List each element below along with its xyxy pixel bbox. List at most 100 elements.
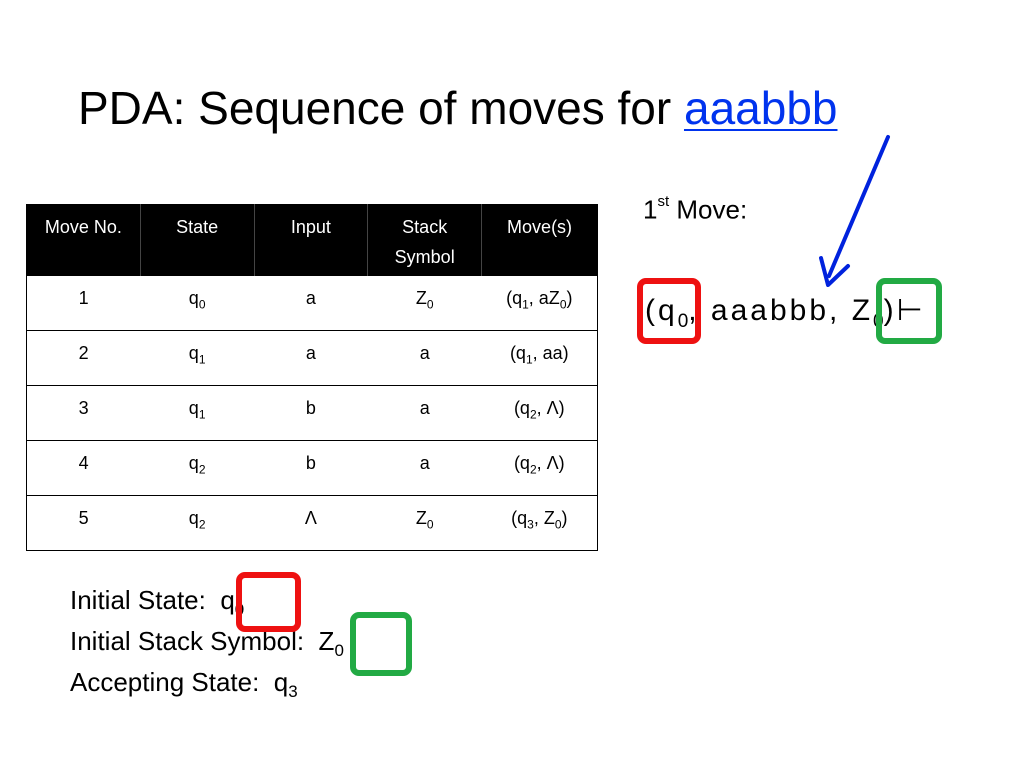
accepting-state-line: Accepting State: q3 xyxy=(70,662,344,703)
move-part: (q xyxy=(513,452,530,473)
header-stack-symbol: Stack Symbol xyxy=(367,204,483,275)
cell-stack-symbol: Z0 xyxy=(367,494,482,551)
initial-stack-subscript: 0 xyxy=(334,641,344,661)
cell-move-no: 5 xyxy=(26,494,141,551)
cell-moves: (q2, Λ) xyxy=(481,384,598,440)
cell-stack-symbol: a xyxy=(367,329,482,385)
state-base: q xyxy=(188,287,199,308)
stack-base: a xyxy=(419,342,430,363)
move-number: 1 xyxy=(643,194,658,225)
cell-state: q1 xyxy=(140,384,255,440)
move-subscript: 0 xyxy=(554,517,562,532)
initial-state-label: Initial State: xyxy=(70,585,206,615)
move-part: ) xyxy=(566,287,573,308)
move-part: , Λ) xyxy=(536,452,565,473)
state-subscript: 1 xyxy=(198,352,206,367)
config-close: ) xyxy=(883,294,897,327)
table-row: 5 q2 Λ Z0 (q3, Z0) xyxy=(26,494,598,551)
cell-input: Λ xyxy=(254,494,368,551)
state-subscript: 2 xyxy=(198,462,206,477)
move-part: (q xyxy=(511,507,528,528)
move-part: , Λ) xyxy=(536,397,565,418)
config-input-string: , aaabbb, xyxy=(688,294,852,327)
state-base: q xyxy=(188,397,199,418)
moves-table: Move No. State Input Stack Symbol Move(s… xyxy=(26,204,598,551)
turnstile-symbol: ⊢ xyxy=(896,294,926,327)
arrow-head xyxy=(819,256,850,287)
cell-stack-symbol: a xyxy=(367,439,482,495)
header-input: Input xyxy=(253,204,369,275)
config-stack-base: Z xyxy=(851,294,874,327)
cell-stack-symbol: a xyxy=(367,384,482,440)
accepting-state-base: q xyxy=(273,667,289,697)
accepting-state-label: Accepting State: xyxy=(70,667,260,697)
state-base: q xyxy=(188,507,199,528)
cell-moves: (q1, aZ0) xyxy=(481,274,598,330)
cell-input: b xyxy=(254,439,368,495)
move-part: ) xyxy=(561,507,568,528)
table-row: 3 q1 b a (q2, Λ) xyxy=(26,384,598,440)
cell-input: a xyxy=(254,274,368,330)
move-subscript: 2 xyxy=(529,407,537,422)
config-state-subscript: 0 xyxy=(677,311,689,332)
initial-state-line: Initial State: q0 xyxy=(70,580,344,621)
cell-input: b xyxy=(254,384,368,440)
title-highlight-word[interactable]: aaabbb xyxy=(683,82,838,134)
cell-state: q2 xyxy=(140,494,255,551)
cell-move-no: 4 xyxy=(26,439,141,495)
move-part: , aa) xyxy=(532,342,569,363)
slide-title: PDA: Sequence of moves for aaabbb xyxy=(78,78,837,138)
configuration-expression: (q0, aaabbb, Z0)⊢ xyxy=(645,291,926,331)
title-prefix: PDA: Sequence of moves for xyxy=(78,82,684,134)
state-subscript: 1 xyxy=(198,407,206,422)
cell-moves: (q2, Λ) xyxy=(481,439,598,495)
header-move-no: Move No. xyxy=(26,204,141,275)
move-subscript: 1 xyxy=(522,297,529,312)
move-part: , aZ xyxy=(528,287,560,308)
header-state: State xyxy=(139,204,255,275)
table-row: 1 q0 a Z0 (q1, aZ0) xyxy=(26,274,598,330)
cell-stack-symbol: Z0 xyxy=(367,274,482,330)
cell-move-no: 1 xyxy=(26,274,141,330)
cell-move-no: 2 xyxy=(26,329,141,385)
cell-move-no: 3 xyxy=(26,384,141,440)
accepting-state-value: q3 xyxy=(273,667,298,700)
config-state-highlight-box xyxy=(637,278,701,344)
initial-stack-line: Initial Stack Symbol: Z0 xyxy=(70,621,344,662)
move-part: (q xyxy=(506,287,523,308)
config-stack-highlight-box xyxy=(876,278,942,344)
header-moves: Move(s) xyxy=(481,204,598,275)
pda-info: Initial State: q0 Initial Stack Symbol: … xyxy=(70,580,344,703)
stack-base: Z xyxy=(415,287,427,308)
cell-moves: (q1, aa) xyxy=(481,329,598,385)
cell-state: q2 xyxy=(140,439,255,495)
move-label: 1st Move: xyxy=(643,188,747,227)
state-subscript: 0 xyxy=(198,297,206,312)
initial-state-highlight-box xyxy=(236,572,301,632)
move-part: (q xyxy=(513,397,530,418)
state-base: q xyxy=(188,342,199,363)
move-part: (q xyxy=(509,342,526,363)
cell-input: a xyxy=(254,329,368,385)
config-open: (q xyxy=(645,294,678,327)
stack-base: a xyxy=(419,452,430,473)
stack-subscript: 0 xyxy=(426,297,434,312)
table-row: 2 q1 a a (q1, aa) xyxy=(26,329,598,385)
move-subscript: 3 xyxy=(527,517,534,532)
initial-stack-base: Z xyxy=(318,626,335,656)
state-base: q xyxy=(188,452,199,473)
stack-base: Z xyxy=(415,507,427,528)
move-subscript: 0 xyxy=(559,297,567,312)
table-header-row: Move No. State Input Stack Symbol Move(s… xyxy=(26,204,598,275)
move-part: , Z xyxy=(533,507,555,528)
arrow-shaft xyxy=(827,135,890,278)
initial-stack-value: Z0 xyxy=(318,626,344,659)
move-subscript: 1 xyxy=(525,352,533,367)
accepting-state-subscript: 3 xyxy=(288,682,298,702)
state-subscript: 2 xyxy=(198,517,206,532)
cell-state: q1 xyxy=(140,329,255,385)
table-row: 4 q2 b a (q2, Λ) xyxy=(26,439,598,495)
initial-state-base: q xyxy=(220,585,235,615)
move-subscript: 2 xyxy=(529,462,537,477)
